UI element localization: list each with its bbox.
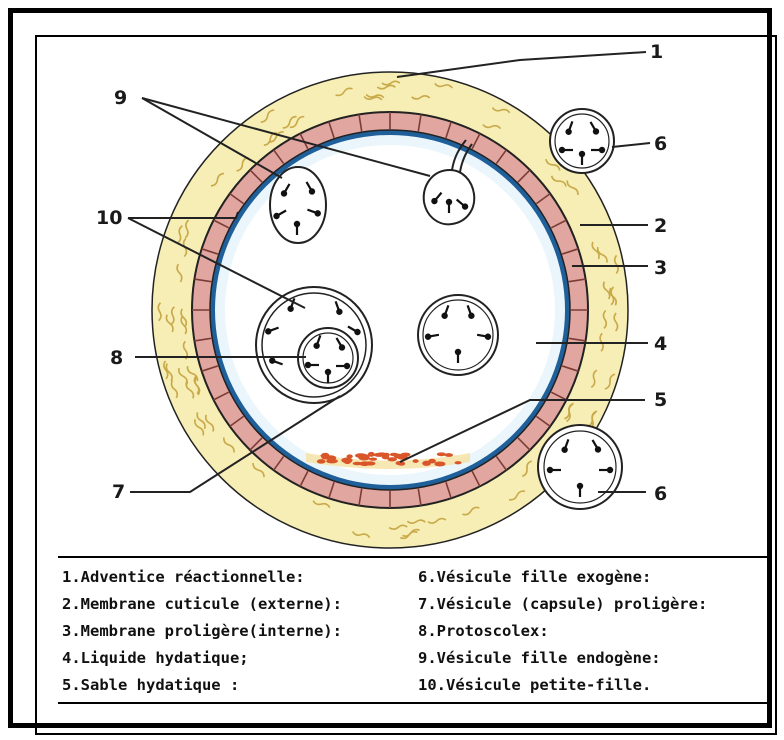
- legend-item-5: 5.Sable hydatique :: [62, 672, 342, 699]
- endogenous-daughter-vesicle-left: [270, 167, 326, 243]
- hydatid-cyst-diagram: 1 9 6 10 2 3 4 8 5 7 6: [0, 0, 784, 560]
- exogenous-daughter-vesicle-top: [550, 109, 614, 173]
- callout-6-bottom: 6: [654, 483, 667, 505]
- callout-7: 7: [112, 481, 125, 503]
- legend-item-1: 1.Adventice réactionnelle:: [62, 564, 342, 591]
- legend: 1.Adventice réactionnelle: 2.Membrane cu…: [58, 556, 770, 706]
- exogenous-daughter-vesicle-bottom: [538, 425, 622, 509]
- legend-right-column: 6.Vésicule fille exogène: 7.Vésicule (ca…: [418, 564, 707, 699]
- sand-grain: [455, 461, 462, 464]
- callout-2: 2: [654, 215, 667, 237]
- callout-3: 3: [654, 257, 667, 279]
- sand-grain: [347, 454, 353, 458]
- sand-grain: [445, 453, 453, 457]
- legend-item-9: 9.Vésicule fille endogène:: [418, 645, 707, 672]
- callout-9: 9: [114, 87, 127, 109]
- legend-item-10: 10.Vésicule petite-fille.: [418, 672, 707, 699]
- sand-grain: [327, 455, 333, 459]
- legend-item-7: 7.Vésicule (capsule) proligère:: [418, 591, 707, 618]
- brood-capsule-center: [418, 295, 498, 375]
- legend-item-8: 8.Protoscolex:: [418, 618, 707, 645]
- sand-grain: [422, 461, 431, 466]
- callout-10: 10: [96, 207, 122, 229]
- sand-grain: [377, 452, 387, 455]
- sand-grain: [413, 459, 419, 463]
- sand-grain: [434, 461, 445, 466]
- sand-grain: [341, 458, 352, 463]
- legend-item-2: 2.Membrane cuticule (externe):: [62, 591, 342, 618]
- sand-grain: [353, 462, 363, 466]
- sand-grain: [358, 455, 367, 460]
- legend-left-column: 1.Adventice réactionnelle: 2.Membrane cu…: [62, 564, 342, 699]
- callout-4: 4: [654, 333, 667, 355]
- callout-8: 8: [110, 347, 123, 369]
- daughter-vesicle-with-granddaughter: [256, 287, 372, 403]
- sand-grain: [437, 452, 446, 456]
- callout-6-top: 6: [654, 133, 667, 155]
- legend-item-3: 3.Membrane proligère(interne):: [62, 618, 342, 645]
- sand-grain: [317, 459, 326, 464]
- legend-top-rule: [58, 556, 770, 558]
- legend-bottom-rule: [58, 702, 770, 704]
- callout-1: 1: [650, 41, 663, 63]
- sand-grain: [369, 457, 377, 460]
- legend-item-4: 4.Liquide hydatique;: [62, 645, 342, 672]
- callout-5: 5: [654, 389, 667, 411]
- legend-item-6: 6.Vésicule fille exogène:: [418, 564, 707, 591]
- sand-grain: [401, 453, 411, 457]
